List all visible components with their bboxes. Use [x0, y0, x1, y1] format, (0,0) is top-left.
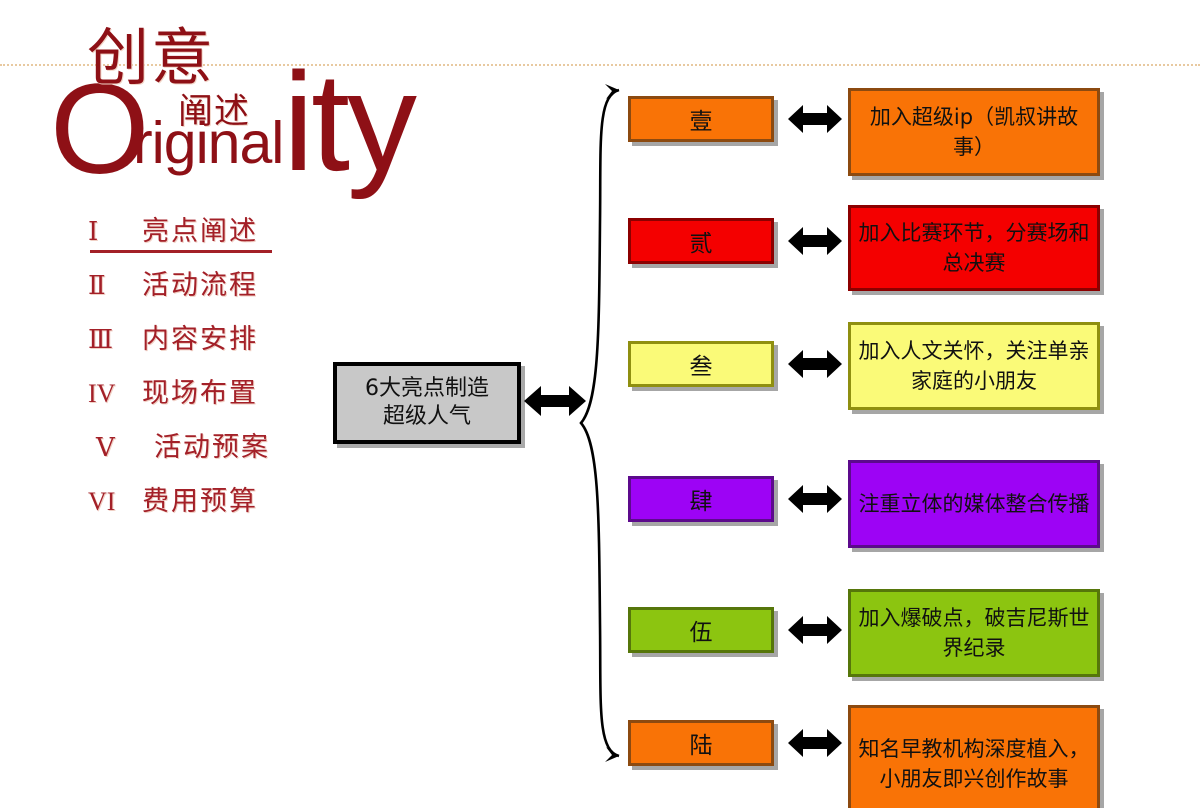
nav-item-label: 活动流程 — [142, 270, 258, 301]
highlight-numeral-label: 陆 — [689, 733, 713, 759]
nav-item-3[interactable]: Ⅲ 内容安排 — [88, 320, 348, 374]
highlight-numeral-label: 叁 — [689, 354, 713, 380]
center-node-line1: 6大亮点制造 — [365, 376, 489, 401]
highlight-description-box-4[interactable]: 注重立体的媒体整合传播 — [848, 460, 1100, 548]
nav-item-2[interactable]: Ⅱ 活动流程 — [88, 266, 348, 320]
title-text-riginal: riginal — [133, 110, 284, 176]
nav-item-numeral: Ⅰ — [88, 217, 99, 246]
nav-item-label: 现场布置 — [142, 378, 258, 409]
row-double-arrow-icon-3 — [788, 347, 842, 381]
nav-item-numeral: IV — [88, 379, 116, 408]
nav-active-underline — [90, 250, 272, 253]
slide-title: O riginal ity 创意 阐述 — [40, 14, 460, 199]
highlight-numeral-box-1[interactable]: 壹 — [628, 96, 774, 142]
center-node-line2: 超级人气 — [382, 404, 471, 429]
nav-item-5[interactable]: Ⅴ 活动预案 — [88, 428, 348, 482]
nav-item-label: 费用预算 — [142, 486, 258, 517]
highlight-numeral-box-3[interactable]: 叁 — [628, 341, 774, 387]
row-double-arrow-icon-6 — [788, 726, 842, 760]
nav-item-4[interactable]: IV 现场布置 — [88, 374, 348, 428]
highlight-numeral-box-4[interactable]: 肆 — [628, 476, 774, 522]
nav-item-numeral: Ⅴ — [96, 433, 115, 462]
row-double-arrow-icon-1 — [788, 102, 842, 136]
highlight-numeral-label: 贰 — [689, 231, 713, 257]
title-chinese-primary: 创意 — [87, 24, 216, 93]
nav-item-1[interactable]: Ⅰ 亮点阐述 — [88, 212, 348, 266]
highlight-numeral-label: 伍 — [689, 620, 713, 646]
highlight-description-box-5[interactable]: 加入爆破点，破吉尼斯世界纪录 — [848, 589, 1100, 677]
row-double-arrow-icon-2 — [788, 224, 842, 258]
highlight-description-box-6[interactable]: 知名早教机构深度植入，小朋友即兴创作故事 — [848, 705, 1100, 808]
highlight-numeral-label: 肆 — [689, 489, 713, 515]
center-double-arrow-icon — [524, 383, 586, 419]
nav-item-numeral: VI — [88, 487, 116, 516]
curly-brace-connector — [575, 82, 635, 764]
highlight-numeral-box-2[interactable]: 贰 — [628, 218, 774, 264]
highlight-description-text: 加入爆破点，破吉尼斯世界纪录 — [858, 606, 1090, 660]
highlight-description-box-2[interactable]: 加入比赛环节，分赛场和总决赛 — [848, 205, 1100, 291]
highlight-description-box-1[interactable]: 加入超级ip（凯叔讲故事） — [848, 88, 1100, 176]
highlight-description-text: 加入人文关怀，关注单亲家庭的小朋友 — [858, 339, 1090, 393]
section-nav-list: Ⅰ 亮点阐述 Ⅱ 活动流程 Ⅲ 内容安排 IV 现场布置 Ⅴ 活动预案 VI 费用预算 — [88, 212, 348, 536]
highlight-description-text: 注重立体的媒体整合传播 — [858, 492, 1090, 516]
highlight-description-box-3[interactable]: 加入人文关怀，关注单亲家庭的小朋友 — [848, 322, 1100, 410]
nav-item-label: 活动预案 — [154, 432, 270, 463]
highlight-description-text: 加入超级ip（凯叔讲故事） — [869, 105, 1079, 159]
nav-item-label: 亮点阐述 — [142, 216, 258, 247]
nav-item-numeral: Ⅲ — [88, 325, 114, 354]
decorative-dotted-rule — [0, 64, 1200, 66]
nav-item-6[interactable]: VI 费用预算 — [88, 482, 348, 536]
nav-item-numeral: Ⅱ — [88, 271, 106, 300]
center-node: 6大亮点制造 超级人气 — [333, 362, 521, 444]
highlight-numeral-label: 壹 — [689, 109, 713, 135]
row-double-arrow-icon-5 — [788, 613, 842, 647]
highlight-description-text: 知名早教机构深度植入，小朋友即兴创作故事 — [858, 737, 1090, 791]
row-double-arrow-icon-4 — [788, 482, 842, 516]
title-letter-o: O — [50, 58, 150, 201]
title-chinese-secondary: 阐述 — [178, 92, 251, 131]
highlight-description-text: 加入比赛环节，分赛场和总决赛 — [858, 221, 1090, 275]
nav-item-label: 内容安排 — [142, 324, 258, 355]
title-text-ity: ity — [283, 43, 417, 200]
highlight-numeral-box-5[interactable]: 伍 — [628, 607, 774, 653]
highlight-numeral-box-6[interactable]: 陆 — [628, 720, 774, 766]
